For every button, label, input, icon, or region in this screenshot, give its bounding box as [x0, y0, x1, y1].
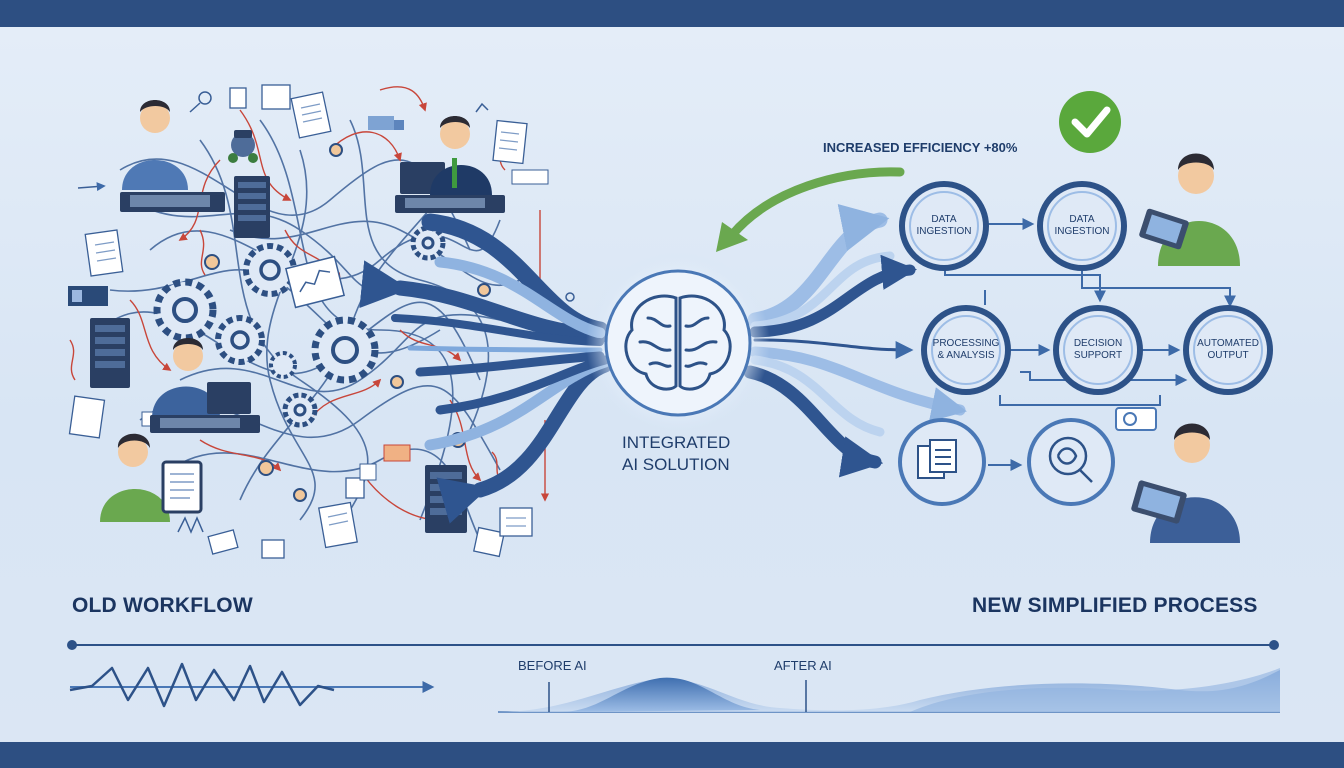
node-analytics — [1027, 418, 1115, 506]
manager-at-laptop — [395, 116, 505, 213]
gear-icon — [269, 351, 297, 379]
node-decision — [1053, 305, 1143, 395]
gear-icon — [311, 316, 379, 384]
gear-icon — [153, 278, 217, 342]
gear-icon — [215, 315, 265, 365]
document-lines — [94, 103, 526, 527]
server-rack-icon — [425, 465, 467, 533]
after-ai-label: AFTER AI — [774, 658, 832, 673]
top-band — [0, 0, 1344, 27]
node-label-data-ingestion-1: DATA INGESTION — [916, 214, 972, 237]
node-documents — [898, 418, 986, 506]
small-arrow-icons — [77, 91, 575, 534]
server-rack-icon — [234, 176, 270, 238]
hub-label: INTEGRATED AI SOLUTION — [622, 433, 731, 474]
document-icon — [68, 84, 533, 559]
badge-card-icon — [1115, 407, 1157, 431]
node-processing — [921, 305, 1011, 395]
gear-icon — [282, 392, 318, 428]
bottom-band — [0, 742, 1344, 768]
ai-hub — [586, 251, 770, 435]
worker-with-clipboard — [100, 433, 203, 522]
robot-head-icon — [228, 130, 258, 163]
node-label-processing: PROCESSING & ANALYSIS — [932, 338, 1000, 361]
worker-at-keyboard — [120, 100, 225, 212]
check-circle-icon — [1059, 91, 1121, 153]
diverging-flow-arrows — [743, 204, 967, 478]
brain-search-icon — [1048, 436, 1093, 483]
before-ai-label: BEFORE AI — [518, 658, 587, 673]
node-label-data-ingestion-2: DATA INGESTION — [1054, 214, 1110, 237]
old-workflow-label: OLD WORKFLOW — [72, 594, 253, 617]
converging-flow-arrows — [359, 213, 613, 524]
efficiency-label: INCREASED EFFICIENCY +80% — [823, 140, 1018, 155]
timeline — [67, 640, 1279, 650]
chart-card-icon — [284, 255, 346, 309]
new-process-label: NEW SIMPLIFIED PROCESS — [972, 594, 1258, 617]
orange-card-icon — [359, 444, 411, 481]
diagram-canvas: DATA INGESTION DATA INGESTION PROCESSING… — [0, 27, 1344, 742]
brain-icon — [624, 294, 732, 391]
person-with-tablet — [1139, 153, 1240, 266]
old-zigzag-line — [69, 662, 435, 708]
efficiency-arrow — [727, 167, 905, 240]
old-workflow-chaos — [68, 84, 575, 559]
document-stack-icon — [917, 439, 957, 479]
node-automated — [1183, 305, 1273, 395]
truck-icon — [368, 116, 404, 130]
person-with-tablet — [1131, 423, 1240, 543]
gear-icon — [410, 225, 446, 261]
node-label-decision: DECISION SUPPORT — [1073, 338, 1123, 361]
worker-at-laptop — [150, 338, 260, 433]
after-curve — [498, 668, 1280, 713]
node-data-ingestion-2 — [1037, 181, 1127, 271]
efficiency-arrow-head — [716, 222, 748, 252]
server-rack-icon — [90, 318, 130, 388]
node-label-automated: AUTOMATED OUTPUT — [1197, 338, 1259, 361]
node-data-ingestion-1 — [899, 181, 989, 271]
